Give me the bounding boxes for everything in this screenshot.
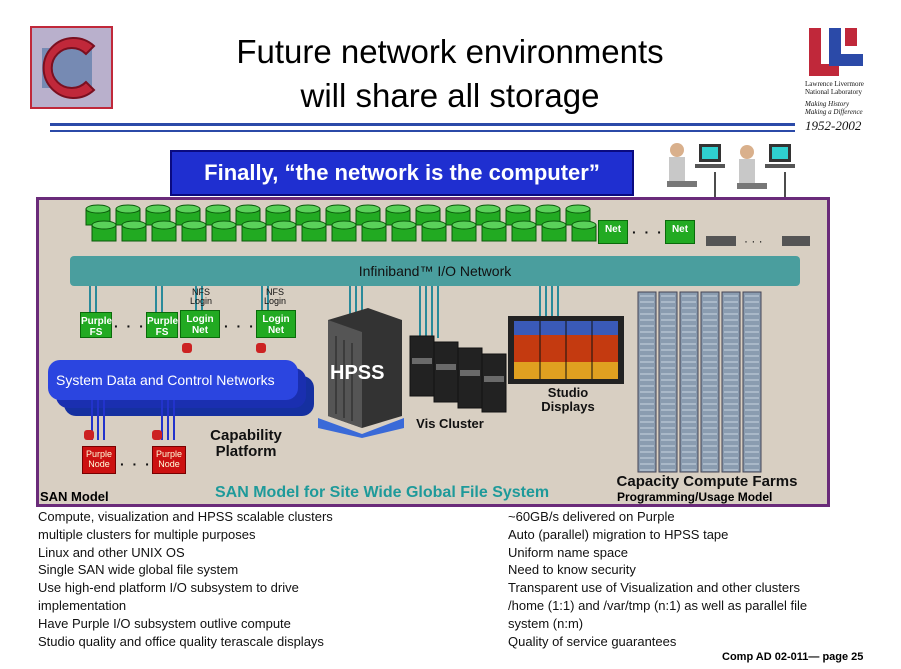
- storage-disk-array-icon: [82, 203, 602, 255]
- bullet-line: Quality of service guarantees: [508, 633, 677, 649]
- net-box-1: Net: [598, 220, 628, 244]
- rack-icon: [679, 291, 699, 473]
- llnl-mark-icon: [805, 24, 867, 80]
- bullet-line: Linux and other UNIX OS: [38, 544, 185, 560]
- hpss-tower-icon: [318, 306, 404, 438]
- system-networks: System Data and Control Networks: [48, 360, 298, 400]
- purple-fs-box-1: Purple FS: [80, 312, 112, 338]
- disk-cylinder-icon: [178, 340, 278, 356]
- disk-icon: [481, 220, 507, 242]
- disk-icon: [121, 220, 147, 242]
- vis-cluster-icon: [406, 328, 526, 414]
- llnl-name-line2: National Laboratory: [805, 88, 862, 96]
- header-rule: [50, 123, 795, 126]
- disk-icon: [451, 220, 477, 242]
- compute-farm-racks-icon: [636, 288, 768, 474]
- studio-display-icon: [508, 316, 624, 384]
- bullet-line: Auto (parallel) migration to HPSS tape: [508, 526, 729, 542]
- disk-icon: [181, 220, 207, 242]
- rack-icon: [637, 291, 657, 473]
- purple-node-box-1: Purple Node: [82, 446, 116, 474]
- llnl-logo: Lawrence Livermore National Laboratory M…: [805, 24, 873, 134]
- page-title: Future network environments will share a…: [236, 33, 664, 114]
- ellipsis: · · ·: [120, 456, 152, 472]
- header-rule-thin: [50, 130, 795, 132]
- login-net-box-2: Login Net: [256, 310, 296, 338]
- disk-icon: [361, 220, 387, 242]
- net-box-2: Net: [665, 220, 695, 244]
- banner: Finally, “the network is the computer”: [170, 150, 634, 196]
- programming-model-heading: Programming/Usage Model: [617, 490, 773, 504]
- disk-icon: [385, 204, 411, 226]
- rack-icon: [721, 291, 741, 473]
- ellipsis: · · ·: [632, 224, 664, 240]
- bullet-line: Studio quality and office quality terasc…: [38, 633, 324, 649]
- capacity-farms-label: Capacity Compute Farms: [616, 473, 798, 490]
- llnl-tagline-2: Making a Difference: [805, 108, 863, 116]
- rack-icon: [700, 291, 720, 473]
- computations-logo: [30, 26, 113, 109]
- bullet-line: Single SAN wide global file system: [38, 562, 239, 578]
- nfs-login-label-1: NFS Login: [189, 287, 213, 306]
- login-net-box-1: Login Net: [180, 310, 220, 338]
- llnl-name-line1: Lawrence Livermore: [805, 80, 864, 88]
- san-model-heading: SAN Model: [40, 489, 109, 504]
- capability-platform-label: Capability Platform: [210, 427, 282, 460]
- disk-icon: [421, 220, 447, 242]
- bullet-line: Need to know security: [508, 562, 636, 578]
- disk-cylinder-icon: [80, 428, 180, 442]
- disk-icon: [211, 220, 237, 242]
- disk-icon: [151, 220, 177, 242]
- nfs-login-label-2: NFS Login: [263, 287, 287, 306]
- hpss-label: HPSS: [330, 362, 385, 384]
- studio-displays-label: Studio Displays: [541, 385, 595, 414]
- io-link-lines: [70, 286, 630, 366]
- bullet-line: implementation: [38, 597, 127, 613]
- bullet-line: multiple clusters for multiple purposes: [38, 526, 256, 542]
- disk-icon: [511, 220, 537, 242]
- purple-fs-box-2: Purple FS: [146, 312, 178, 338]
- vis-cluster-label: Vis Cluster: [416, 416, 484, 431]
- left-bullet-list: Compute, visualization and HPSS scalable…: [38, 508, 478, 650]
- san-model-caption: SAN Model for Site Wide Global File Syst…: [215, 484, 550, 501]
- bullet-line: Have Purple I/O subsystem outlive comput…: [38, 615, 291, 631]
- purple-node-box-2: Purple Node: [152, 446, 186, 474]
- rack-icon: [658, 291, 678, 473]
- network-switch-icon: · · ·: [700, 232, 812, 252]
- bullet-line: Use high-end platform I/O subsystem to d…: [38, 580, 299, 596]
- bullet-line: ~60GB/s delivered on Purple: [508, 509, 675, 524]
- ellipsis: · · ·: [224, 318, 256, 334]
- disk-icon: [571, 220, 597, 242]
- bullet-line: Transparent use of Visualization and oth…: [508, 580, 800, 596]
- disk-icon: [541, 220, 567, 242]
- svg-text:· · ·: · · ·: [744, 234, 763, 248]
- disk-icon: [241, 220, 267, 242]
- disk-icon: [301, 220, 327, 242]
- disk-icon: [331, 220, 357, 242]
- workstation-users-icon: [665, 138, 805, 198]
- disk-icon: [391, 220, 417, 242]
- disk-icon: [91, 220, 117, 242]
- llnl-tagline-1: Making History: [805, 100, 850, 108]
- bullet-line: system (n:m): [508, 615, 584, 631]
- infiniband-network: Infiniband™ I/O Network: [70, 256, 800, 286]
- llnl-years: 1952-2002: [805, 118, 862, 133]
- disk-icon: [205, 204, 231, 226]
- bullet-line: Compute, visualization and HPSS scalable…: [38, 509, 333, 524]
- disk-icon: [271, 220, 297, 242]
- page-footer: Comp AD 02-011— page 25: [722, 651, 864, 663]
- rack-icon: [742, 291, 762, 473]
- bullet-line: /home (1:1) and /var/tmp (n:1) as well a…: [508, 597, 808, 613]
- bullet-line: Uniform name space: [508, 544, 628, 560]
- ellipsis: · · ·: [114, 318, 146, 334]
- disk-icon: [295, 204, 321, 226]
